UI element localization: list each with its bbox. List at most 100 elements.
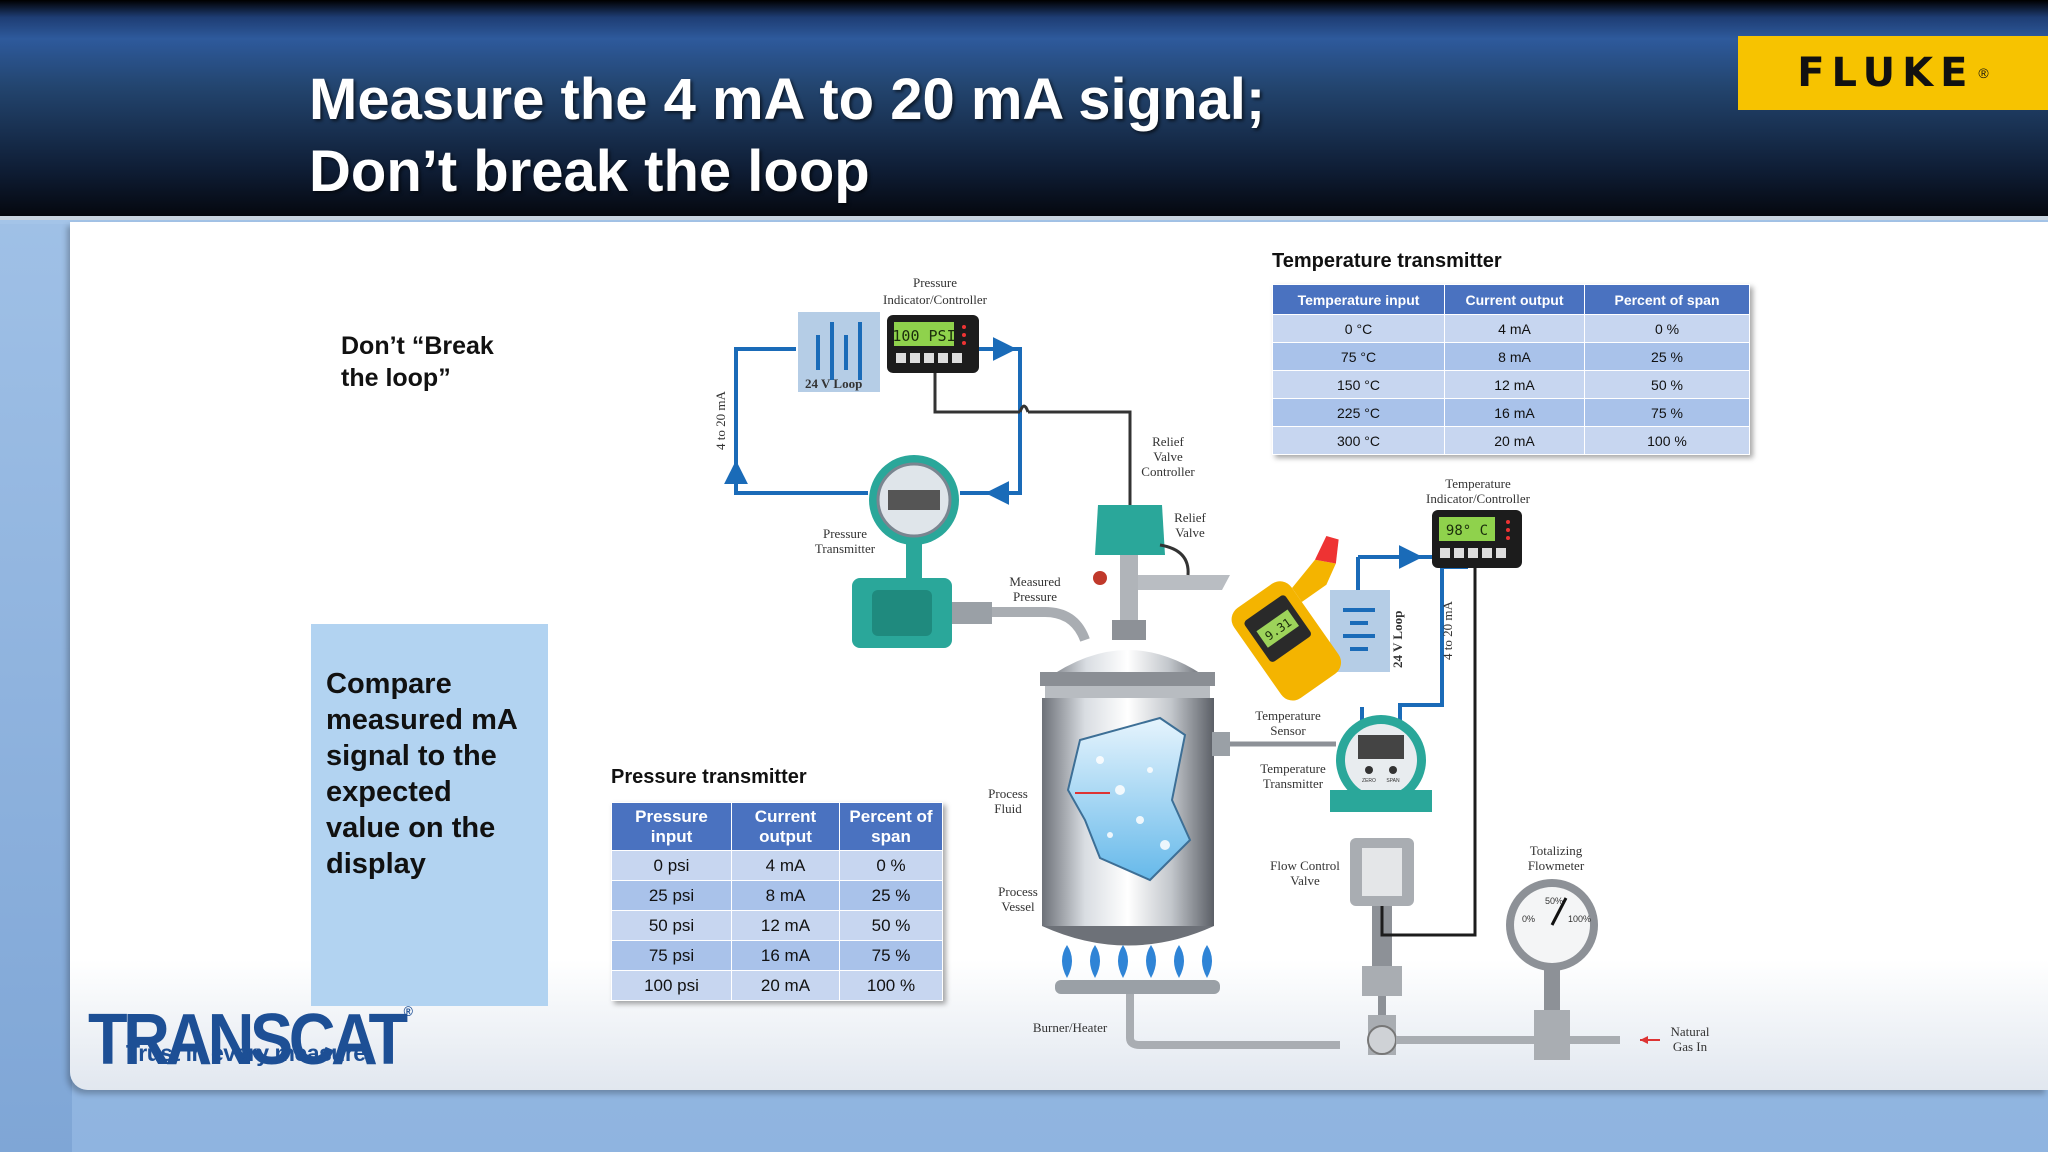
- table-header-row: Pressure input Current output Percent of…: [611, 802, 943, 851]
- process-vessel-label: Process: [998, 884, 1038, 899]
- table-cell: 4 mA: [1444, 314, 1585, 343]
- gauge-mark: 0%: [1522, 914, 1535, 924]
- table-cell: 12 mA: [731, 910, 840, 941]
- clamp-meter: 9.31: [1231, 535, 1342, 701]
- table-cell: 8 mA: [731, 880, 840, 911]
- loop-24v-label: 24 V Loop: [805, 376, 862, 391]
- fluke-logo: FLUKE®: [1738, 36, 2048, 110]
- relief-valve-label: Relief: [1174, 510, 1206, 525]
- table-cell: 75 %: [839, 940, 943, 971]
- table-cell: 0 %: [839, 850, 943, 881]
- table-cell: 20 mA: [1444, 426, 1585, 455]
- transcat-tagline: Trust in every measure: [126, 1040, 366, 1066]
- relief-valve-handle: [1093, 571, 1107, 585]
- table-cell: 150 °C: [1272, 370, 1445, 399]
- relief-valve-controller-label: Valve: [1153, 449, 1183, 464]
- loop-power-supply: [798, 312, 880, 392]
- natural-gas-label: Gas In: [1673, 1039, 1708, 1054]
- temperature-table: Temperature input Current output Percent…: [1272, 284, 1750, 455]
- burner-heater: [1055, 980, 1220, 994]
- indicator-leds: [962, 325, 966, 345]
- table-header: Pressure input: [611, 802, 732, 851]
- slide-title: Measure the 4 mA to 20 mA signal; Don’t …: [309, 64, 1265, 208]
- flowmeter-label: Totalizing: [1530, 843, 1583, 858]
- pressure-table-title: Pressure transmitter: [611, 766, 807, 788]
- flowmeter-needle: [1550, 897, 1568, 926]
- battery-icon: [816, 322, 862, 380]
- relief-signal-wire: [933, 373, 1132, 505]
- temperature-sensor-label: Temperature: [1255, 708, 1321, 723]
- break-loop-line2: the loop”: [341, 364, 451, 392]
- gauge-mark: 50%: [1545, 896, 1563, 906]
- table-cell: 12 mA: [1444, 370, 1585, 399]
- temperature-indicator-label: Temperature: [1445, 476, 1511, 491]
- relief-valve-actuator: [1095, 505, 1165, 555]
- table-cell: 50 %: [1584, 370, 1750, 399]
- compare-note: Compare measured mA signal to the expect…: [311, 624, 548, 1006]
- transcat-brand: TRANSCAT: [88, 1000, 408, 1080]
- process-vessel-label: Vessel: [1001, 899, 1035, 914]
- table-cell: 75 psi: [611, 940, 732, 971]
- break-loop-note: Don’t “Break the loop”: [341, 330, 494, 394]
- gauge-mark: 100%: [1568, 914, 1591, 924]
- table-cell: 100 psi: [611, 970, 732, 1001]
- pressure-loop: [724, 337, 1022, 505]
- temperature-loop-24v-label: 24 V Loop: [1390, 611, 1405, 668]
- process-fluid-label: Fluid: [994, 801, 1022, 816]
- compare-line: display: [326, 848, 426, 880]
- pressure-display-value: 100 PSI: [892, 327, 955, 345]
- temperature-indicator-label: Indicator/Controller: [1426, 491, 1531, 506]
- natural-gas-label: Natural: [1671, 1024, 1710, 1039]
- pressure-pipe: [992, 607, 1090, 642]
- table-header-row: Temperature input Current output Percent…: [1272, 284, 1750, 315]
- break-loop-line1: Don’t “Break: [341, 332, 494, 360]
- temperature-transmitter-label: Temperature: [1260, 761, 1326, 776]
- flow-control-signal-wire: [1380, 568, 1477, 937]
- compare-line: value on the: [326, 812, 496, 844]
- table-cell: 25 %: [1584, 342, 1750, 371]
- relief-valve-controller-label: Controller: [1141, 464, 1195, 479]
- compare-line: measured mA: [326, 704, 518, 736]
- table-cell: 20 mA: [731, 970, 840, 1001]
- table-cell: 8 mA: [1444, 342, 1585, 371]
- temperature-display-value: 98° C: [1446, 523, 1488, 539]
- span-label: SPAN: [1386, 778, 1400, 784]
- temperature-sensor-label: Sensor: [1270, 723, 1306, 738]
- left-sidebar: [0, 224, 72, 1152]
- table-header: Current output: [731, 802, 840, 851]
- table-cell: 300 °C: [1272, 426, 1445, 455]
- table-cell: 225 °C: [1272, 398, 1445, 427]
- title-banner: Measure the 4 mA to 20 mA signal; Don’t …: [0, 0, 2048, 220]
- compare-line: signal to the: [326, 740, 497, 772]
- flow-control-valve-label: Flow Control: [1270, 858, 1340, 873]
- table-header: Temperature input: [1272, 284, 1445, 315]
- burner-flames: [1062, 945, 1212, 978]
- burner-heater-label: Burner/Heater: [1033, 1020, 1108, 1035]
- transcat-logo: TRANSCAT® Trust in every measure: [88, 1000, 413, 1080]
- table-cell: 100 %: [839, 970, 943, 1001]
- table-cell: 16 mA: [1444, 398, 1585, 427]
- temperature-display: [1439, 517, 1495, 541]
- table-cell: 25 psi: [611, 880, 732, 911]
- pressure-table: Pressure input Current output Percent of…: [611, 802, 943, 1001]
- flow-control-valve-label: Valve: [1290, 873, 1320, 888]
- indicator-buttons: [896, 353, 962, 363]
- table-cell: 75 °C: [1272, 342, 1445, 371]
- flowmeter-label: Flowmeter: [1528, 858, 1585, 873]
- pressure-transmitter-label: Transmitter: [815, 541, 876, 556]
- temperature-transmitter-label: Transmitter: [1263, 776, 1324, 791]
- table-header: Percent of span: [839, 802, 943, 851]
- measured-pressure-label: Pressure: [1013, 589, 1057, 604]
- measured-pressure-label: Measured: [1009, 574, 1061, 589]
- temperature-table-title: Temperature transmitter: [1272, 250, 1502, 272]
